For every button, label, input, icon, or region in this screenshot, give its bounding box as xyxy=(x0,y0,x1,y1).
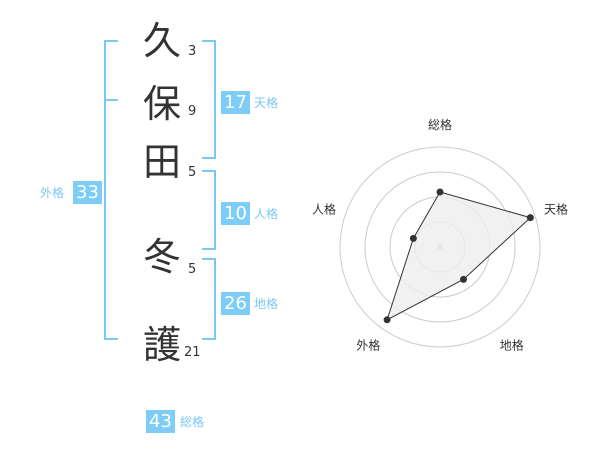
stroke-count-2: 9 xyxy=(188,104,197,119)
gaikaku-value: 33 xyxy=(73,181,102,204)
radar-ring xyxy=(364,171,516,323)
radar-axis-label-3: 外格 xyxy=(356,338,380,353)
radar-point-0 xyxy=(436,188,444,196)
radar-points xyxy=(383,188,534,324)
name-char-5: 護 xyxy=(143,323,182,367)
jinkaku-label: 人格 xyxy=(254,207,279,221)
tenkaku-label: 天格 xyxy=(254,96,279,110)
stroke-count-5: 21 xyxy=(184,345,201,360)
stroke-count-3: 5 xyxy=(188,165,197,180)
chikaku-label: 地格 xyxy=(254,297,279,311)
jinkaku-value: 10 xyxy=(221,202,250,225)
gaikaku-bracket-divider xyxy=(104,99,118,101)
chikaku-value: 26 xyxy=(221,292,250,315)
radar-axis-label-2: 地格 xyxy=(500,338,524,353)
radar-axis-label-1: 天格 xyxy=(544,201,568,216)
name-char-2: 保 xyxy=(143,82,182,126)
soukaku-value: 43 xyxy=(146,410,175,433)
tenkaku-bracket xyxy=(202,40,216,159)
name-char-4: 冬 xyxy=(143,235,182,279)
jinkaku-bracket xyxy=(202,170,216,250)
radar-point-4 xyxy=(409,234,417,242)
tenkaku-value: 17 xyxy=(221,91,250,114)
stroke-count-4: 5 xyxy=(188,262,197,277)
name-char-3: 田 xyxy=(143,140,182,184)
name-char-1: 久 xyxy=(143,19,182,63)
radar-shape xyxy=(386,191,532,321)
stroke-count-1: 3 xyxy=(188,44,197,59)
radar-axis-label-0: 総格 xyxy=(428,117,452,132)
soukaku-label: 総格 xyxy=(180,415,205,429)
radar-ring xyxy=(339,146,541,348)
radar-point-3 xyxy=(383,316,391,324)
gaikaku-bracket xyxy=(104,40,118,340)
radar-point-1 xyxy=(526,214,534,222)
chikaku-bracket xyxy=(202,258,216,340)
radar-point-2 xyxy=(460,275,468,283)
gaikaku-label: 外格 xyxy=(40,186,65,200)
radar-axis-label-4: 人格 xyxy=(312,201,336,216)
